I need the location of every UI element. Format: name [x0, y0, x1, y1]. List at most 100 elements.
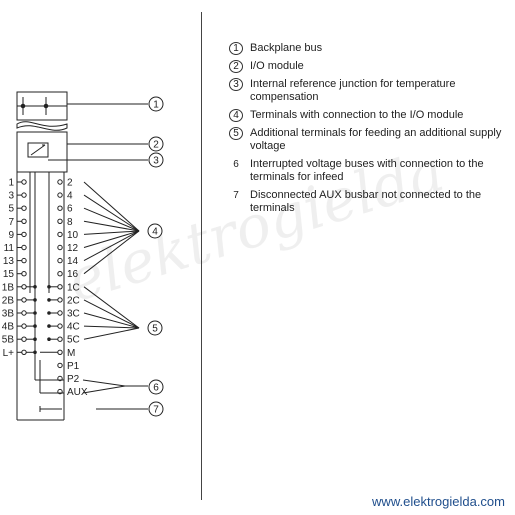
terminal-right	[57, 349, 63, 355]
terminal-label-left: 11	[4, 243, 15, 254]
terminal-left	[21, 349, 27, 355]
callout-2	[148, 136, 164, 152]
jumper-dot	[47, 311, 51, 315]
terminal-right	[57, 336, 63, 342]
terminal-label-left: 5B	[2, 335, 15, 346]
terminal-label-left: 4B	[2, 322, 15, 333]
terminal-label-right: 6	[67, 204, 73, 215]
terminal-right	[57, 297, 63, 303]
terminal-label-right: 1C	[67, 282, 80, 293]
callout-4-leader	[83, 230, 140, 262]
terminal-right	[57, 179, 63, 185]
jumper-dot	[47, 324, 51, 328]
legend-text: Backplane bus	[250, 42, 323, 54]
module-break	[16, 121, 68, 131]
terminal-label-left: L+	[3, 348, 15, 359]
terminal-left	[21, 244, 27, 251]
divider-line	[201, 12, 202, 500]
terminal-right	[57, 244, 63, 251]
terminal-label-left: 15	[3, 269, 15, 280]
terminal-label-right: M	[67, 348, 75, 359]
legend-text: Internal reference junction for temperat…	[250, 78, 456, 103]
io-module-block	[16, 131, 68, 173]
terminal-label-right: 16	[67, 269, 79, 280]
terminal-right	[57, 257, 63, 264]
legend-marker: 3	[229, 78, 243, 91]
terminal-wiring-diagram: 135791113151B2B3B4B5BL+2468101214161C2C3…	[2, 91, 164, 421]
jumper-dot	[33, 324, 37, 328]
terminal-label-right: 2	[67, 178, 73, 189]
terminal-label-left: 13	[3, 256, 15, 267]
legend-text: Interrupted voltage buses with connectio…	[250, 158, 484, 183]
legend-text: Disconnected AUX busbar not connected to…	[250, 189, 482, 214]
terminal-right	[57, 205, 63, 211]
legend-item-3: 3 Internal reference junction for tempera…	[229, 78, 509, 104]
terminal-right	[57, 231, 63, 238]
terminal-left	[21, 336, 27, 342]
terminal-label-left: 3	[8, 191, 14, 202]
callout-5-leader	[83, 299, 140, 329]
terminal-left	[21, 231, 27, 238]
jumper-dot	[33, 350, 37, 355]
terminal-label-right: 10	[67, 230, 79, 241]
footer-url: www.elektrogielda.com	[372, 494, 505, 509]
legend-item-1: 1 Backplane bus	[229, 42, 509, 55]
callout-6	[148, 379, 164, 395]
legend-marker: 2	[229, 60, 243, 73]
jumper-dot	[33, 337, 37, 342]
callout-5-leader	[83, 286, 140, 329]
callout-number: 1	[153, 100, 159, 111]
legend-item-5: 5 Additional terminals for feeding an add…	[229, 127, 509, 153]
jumper-dot	[47, 285, 51, 289]
terminal-left	[21, 192, 27, 198]
terminal-label-right: 12	[67, 243, 79, 254]
callout-4-leader	[83, 230, 140, 235]
callout-4-leader	[83, 181, 140, 232]
callout-3	[148, 152, 164, 168]
callout-4-leader	[83, 194, 140, 232]
legend-marker: 6	[233, 159, 239, 170]
terminal-left	[21, 271, 27, 277]
terminal-left	[21, 297, 27, 303]
legend: 1 Backplane bus 2 I/O module 3 Internal refer…	[229, 42, 509, 220]
legend-item-2: 2 I/O module	[229, 60, 509, 73]
jumper-dot	[47, 298, 51, 302]
legend-text: Additional terminals for feeding an addi…	[250, 127, 502, 152]
terminal-label-left: 1B	[2, 282, 15, 293]
callout-number: 6	[153, 383, 159, 394]
terminal-label-right: AUX	[67, 387, 88, 398]
terminal-label-left: 2B	[2, 295, 15, 306]
callout-4-leader	[83, 230, 140, 275]
terminal-right	[57, 284, 63, 290]
terminal-left	[21, 218, 27, 225]
callout-4	[147, 223, 163, 239]
callout-5	[147, 320, 163, 336]
legend-marker: 4	[229, 109, 243, 122]
terminal-left	[21, 205, 27, 211]
terminal-label-left: 3B	[2, 309, 15, 320]
terminal-label-right: 8	[67, 217, 73, 228]
terminal-label-left: 7	[8, 217, 14, 228]
callout-5-leader	[83, 325, 140, 329]
terminal-left	[21, 323, 27, 329]
terminal-left	[21, 310, 27, 316]
terminal-label-left: 5	[8, 204, 14, 215]
terminal-label-left: 1	[8, 178, 14, 189]
callout-1	[148, 96, 164, 112]
callout-4-leader	[83, 230, 140, 248]
terminal-right	[57, 271, 63, 277]
legend-text: I/O module	[250, 60, 304, 72]
terminal-right	[57, 218, 63, 225]
legend-marker: 1	[229, 42, 243, 55]
terminal-right	[57, 362, 63, 369]
legend-item-6: 6 Interrupted voltage buses with connecti…	[229, 158, 509, 184]
terminal-label-right: P1	[67, 361, 80, 372]
terminal-label-right: 14	[67, 256, 79, 267]
terminal-right	[57, 310, 63, 316]
callout-number: 4	[152, 227, 158, 238]
terminal-left	[21, 179, 27, 185]
terminal-left	[21, 257, 27, 264]
legend-marker: 5	[229, 127, 243, 140]
